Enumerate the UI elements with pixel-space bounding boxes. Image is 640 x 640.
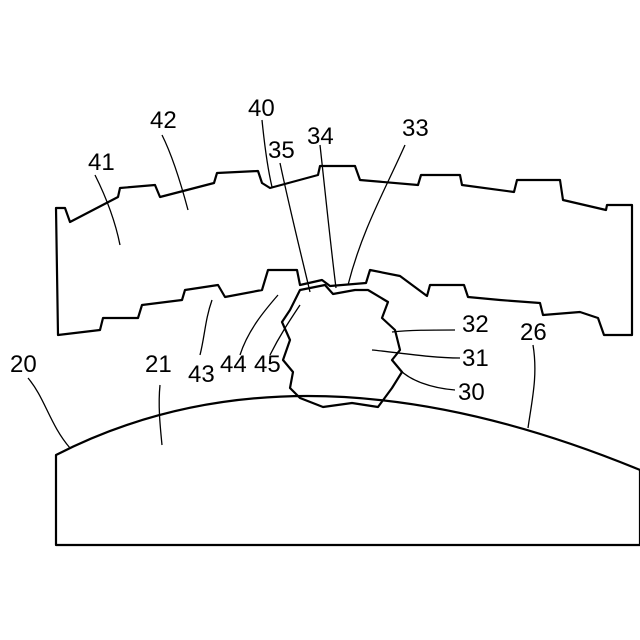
label-30: 30: [458, 379, 485, 406]
label-26: 26: [520, 319, 547, 346]
label-42: 42: [150, 107, 177, 134]
label-33: 33: [402, 115, 429, 142]
label-45: 45: [254, 351, 281, 378]
reference-labels: 20 21 26 30 31 32 33 34 35 40 41 42 43 4…: [10, 95, 547, 406]
label-43: 43: [188, 361, 215, 388]
label-35: 35: [268, 137, 295, 164]
label-34: 34: [307, 123, 334, 150]
label-21: 21: [145, 351, 172, 378]
label-44: 44: [220, 351, 247, 378]
label-41: 41: [88, 149, 115, 176]
label-32: 32: [462, 311, 489, 338]
label-40: 40: [248, 95, 275, 122]
rolling-element: [282, 285, 402, 407]
label-20: 20: [10, 351, 37, 378]
toothed-ring: [56, 166, 632, 335]
label-31: 31: [462, 345, 489, 372]
base-body: [56, 396, 640, 545]
